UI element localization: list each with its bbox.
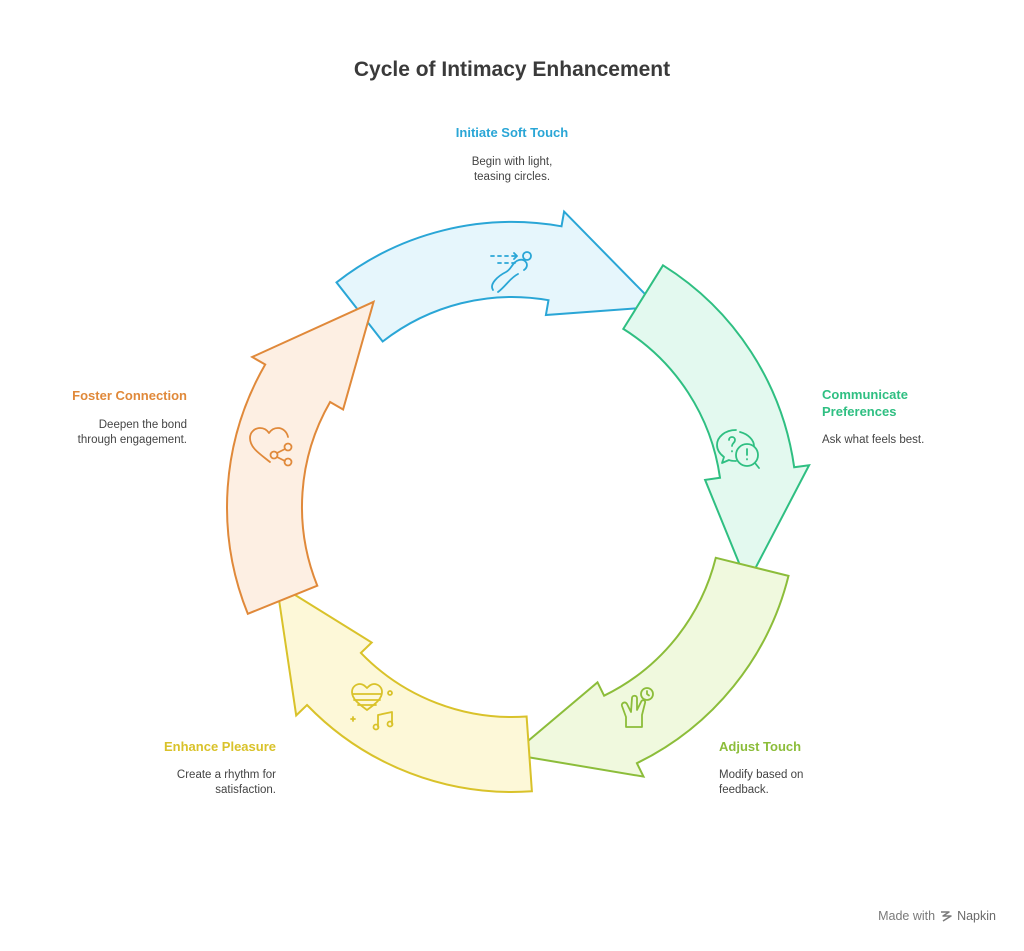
- cycle-arrow-adjust: [509, 556, 790, 778]
- footer-watermark: Made with Napkin: [878, 909, 996, 923]
- page-title: Cycle of Intimacy Enhancement: [353, 58, 671, 81]
- stage-enhance-desc: Create a rhythm for satisfaction.: [176, 769, 276, 796]
- stage-adjust-desc: Modify based on feedback.: [719, 769, 804, 796]
- napkin-logo-icon: [941, 911, 952, 922]
- cycle-arrow-foster: [226, 299, 376, 616]
- touch-path-icon: [490, 251, 532, 293]
- stage-communicate-label: Communicate Preferences: [822, 387, 908, 419]
- stage-foster-label: Foster Connection: [72, 388, 187, 403]
- speech-bubbles-icon: [716, 429, 760, 469]
- cycle-arrow-enhance: [275, 581, 533, 793]
- stage-communicate-desc: Ask what feels best.: [822, 434, 925, 446]
- heart-share-icon: [249, 427, 293, 467]
- stage-foster-desc: Deepen the bond through engagement.: [77, 419, 187, 446]
- stage-enhance-label: Enhance Pleasure: [164, 739, 276, 754]
- napkin-brand-text: Napkin: [957, 909, 996, 923]
- made-with-text: Made with: [878, 909, 936, 923]
- stage-adjust-label: Adjust Touch: [719, 739, 802, 754]
- hand-clock-icon: [620, 687, 654, 728]
- stage-initiate-desc: Begin with light, teasing circles.: [471, 156, 553, 183]
- cycle-arrow-initiate: [335, 209, 660, 343]
- stage-initiate-label: Initiate Soft Touch: [455, 125, 569, 140]
- cycle-arrow-communicate: [621, 263, 811, 586]
- heart-music-icon: [350, 683, 394, 731]
